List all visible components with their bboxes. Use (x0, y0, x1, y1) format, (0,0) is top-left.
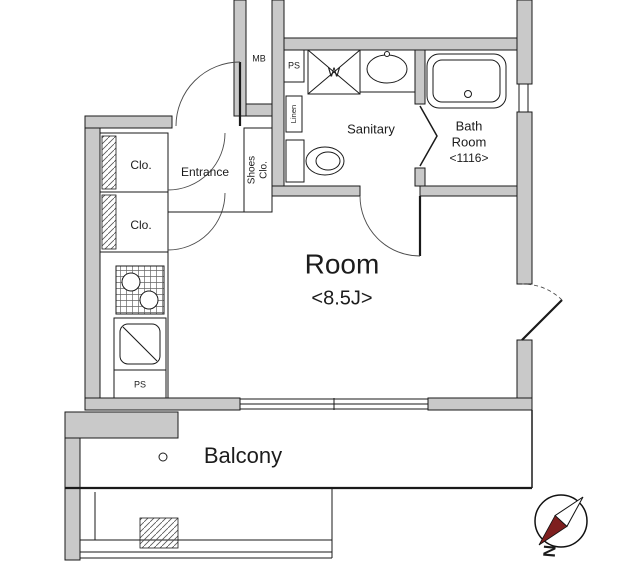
basin-faucet (384, 51, 390, 57)
sanitary-label: Sanitary (347, 121, 395, 136)
balcony-label: Balcony (204, 443, 282, 468)
balcony-drain-cap (158, 452, 168, 462)
labels: MB PS W Linen Sanitary Bath Room <1116> … (130, 53, 559, 558)
room-label: Room (305, 248, 380, 279)
wash-basin-bowl (366, 54, 408, 84)
wall-bath-divider-upper (414, 49, 426, 105)
room-size-label: <8.5J> (311, 287, 372, 309)
pipe-space-bottom-label: PS (134, 379, 146, 389)
bathtub-inner (432, 59, 501, 103)
closet-upper-hatch (101, 135, 117, 190)
shoes-closet-label-line2: Clo. (259, 161, 270, 179)
linen-shelf-box (285, 95, 303, 133)
sanitary-door-swing (359, 195, 421, 257)
wall-right-upper (516, 0, 533, 85)
entrance-area (168, 61, 273, 213)
bathtub-outer (426, 53, 507, 109)
toilet-bowl (305, 146, 345, 176)
walls (64, 0, 533, 561)
closet-lower-label: Clo. (130, 218, 151, 232)
pipe-space-top-label: PS (288, 60, 300, 70)
wall-left-outer (84, 115, 101, 411)
bathroom-size-label: <1116> (450, 151, 489, 165)
closet-lower-door-swing (167, 192, 226, 251)
bath-folding-door (419, 105, 438, 167)
balcony-railing (80, 488, 333, 559)
wall-right-middle (516, 111, 533, 285)
wall-bottom-right (427, 397, 533, 411)
front-door-swing (175, 61, 241, 127)
balcony-area (65, 410, 533, 559)
stove-burner-1 (121, 272, 141, 292)
railing-hatch-block (139, 517, 179, 549)
wall-meterbox-bottom (245, 103, 273, 117)
shoes-closet-box (243, 127, 273, 213)
closet-lower-hatch (101, 194, 117, 250)
wall-entrance-top (84, 115, 173, 129)
wall-bath-divider-lower (414, 167, 426, 187)
wall-sanitary-bottom (271, 185, 361, 197)
wall-bottom-left (84, 397, 241, 411)
closet-upper-label: Clo. (130, 158, 151, 172)
entrance-label: Entrance (181, 165, 229, 179)
bathroom-label-line2: Room (452, 134, 487, 149)
pipe-space-bottom-box (113, 369, 167, 399)
wall-sanitary-left (271, 0, 285, 197)
bath-window (518, 83, 529, 113)
pipe-space-top-box (283, 49, 305, 83)
sanitary-area (283, 49, 422, 257)
bathtub-drain (464, 90, 472, 98)
side-door-swing-dashed (521, 283, 563, 301)
bath-area (419, 53, 529, 167)
toilet-bowl-inner (315, 151, 341, 171)
stove (115, 265, 165, 315)
closets (99, 132, 226, 253)
toilet-tank (285, 139, 305, 183)
closet-upper-door-swing (167, 132, 226, 191)
bathroom-label-line1: Bath (456, 118, 483, 133)
washer-cross-line-2 (307, 49, 361, 95)
wall-balcony-left-strip (64, 437, 81, 561)
room-side-door (521, 283, 563, 341)
wall-balcony-block (64, 411, 179, 439)
kitchen-sink-inner (119, 323, 161, 365)
north-label: N (539, 544, 559, 558)
meter-box-label: MB (252, 53, 266, 63)
stove-burner-2 (139, 290, 159, 310)
linen-label: Linen (289, 105, 298, 123)
compass-needle-north (538, 514, 568, 546)
balcony-sliding-window (239, 398, 429, 410)
wall-top (283, 37, 533, 51)
kitchen-area (100, 251, 169, 399)
washer-label: W (328, 64, 341, 79)
shoes-closet-label-line1: Shoes (247, 156, 258, 184)
compass (534, 494, 588, 548)
side-door-leaf (521, 299, 563, 341)
kitchen-sink-diagonal (122, 326, 158, 362)
wall-bath-bottom (419, 185, 533, 197)
